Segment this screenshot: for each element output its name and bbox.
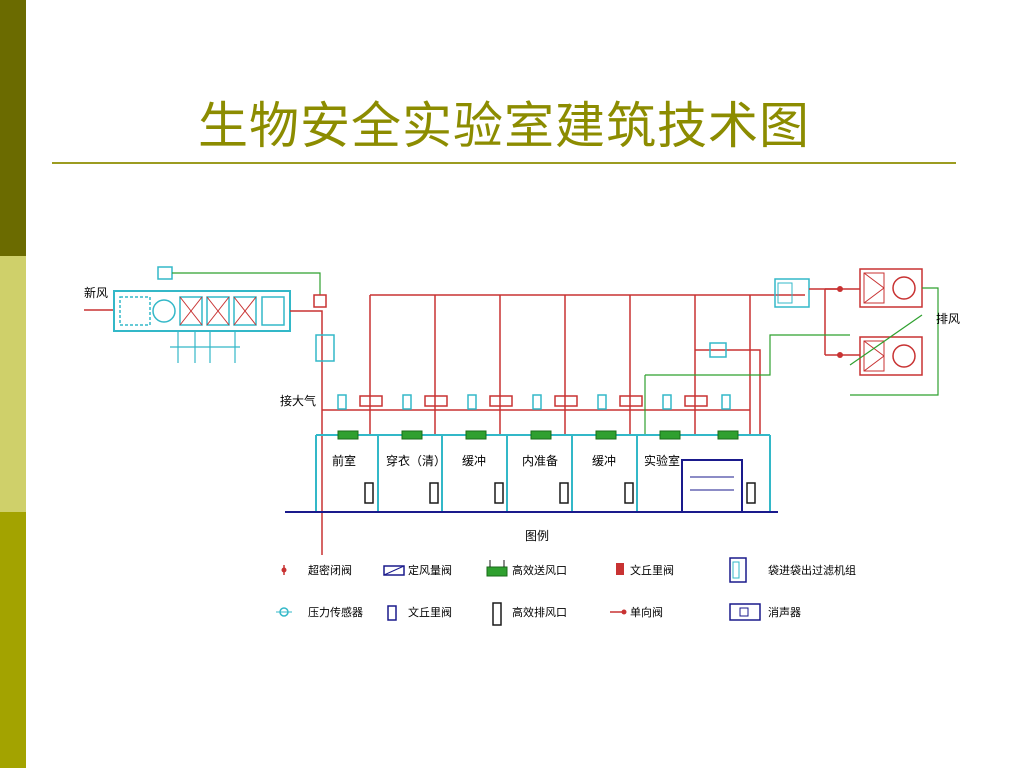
legend-label-5: 袋进袋出过滤机组 [768,563,856,577]
legend-label-4: 文丘里阀 [630,563,674,577]
legend-label-2: 定风量阀 [408,563,452,577]
check-valve-icon [610,609,627,615]
title-divider [52,162,956,164]
slide-sidebar [0,0,26,768]
legend-label-8: 高效排风口 [512,605,567,619]
room-label-5: 缓冲 [592,453,616,468]
super-tight-valve-icon [281,565,287,575]
legend: 超密闭阀 定风量阀 高效送风口 文丘里阀 袋进袋出过滤机组 压力传感器 文丘里阀… [276,557,856,626]
hepa-exhaust-outlet-icon [492,602,502,626]
room-label-3: 缓冲 [462,453,486,468]
legend-title: 图例 [525,529,549,543]
legend-label-9: 单向阀 [630,605,663,619]
exhaust-fan-unit-top [859,268,923,308]
hepa-supply-outlet-icon [486,560,508,577]
biosafety-cabinet [681,459,743,513]
bag-in-bag-out-filter-icon [729,557,747,583]
room-label-6: 实验室 [644,453,680,468]
exhaust-air-label: 排风 [936,312,960,326]
venturi-valve-blue-icon [387,605,397,621]
legend-label-6: 压力传感器 [308,606,363,619]
pressure-sensor-icon [276,607,292,617]
fixed-air-volume-valve-icon [383,565,405,576]
hvac-schematic: 新风 接大气 [84,266,960,626]
silencer-icon [729,603,761,621]
legend-label-7: 文丘里阀 [408,605,452,619]
legend-label-10: 消声器 [768,605,801,619]
slide-title: 生物安全实验室建筑技术图 [198,97,810,155]
air-handling-unit [113,290,291,332]
legend-label-3: 高效送风口 [512,563,567,577]
fresh-air-label: 新风 [84,285,108,300]
sidebar-block-top [0,0,26,256]
exhaust-fan-unit-bottom [859,336,923,376]
sidebar-block-bottom [0,512,26,768]
to-atmosphere-label: 接大气 [280,393,316,408]
venturi-valve-red-icon [616,563,624,575]
room-label-2: 穿衣（清） [386,453,446,468]
legend-label-1: 超密闭阀 [308,563,352,577]
room-label-4: 内准备 [522,454,558,468]
room-label-1: 前室 [332,453,356,468]
sidebar-block-middle [0,256,26,512]
